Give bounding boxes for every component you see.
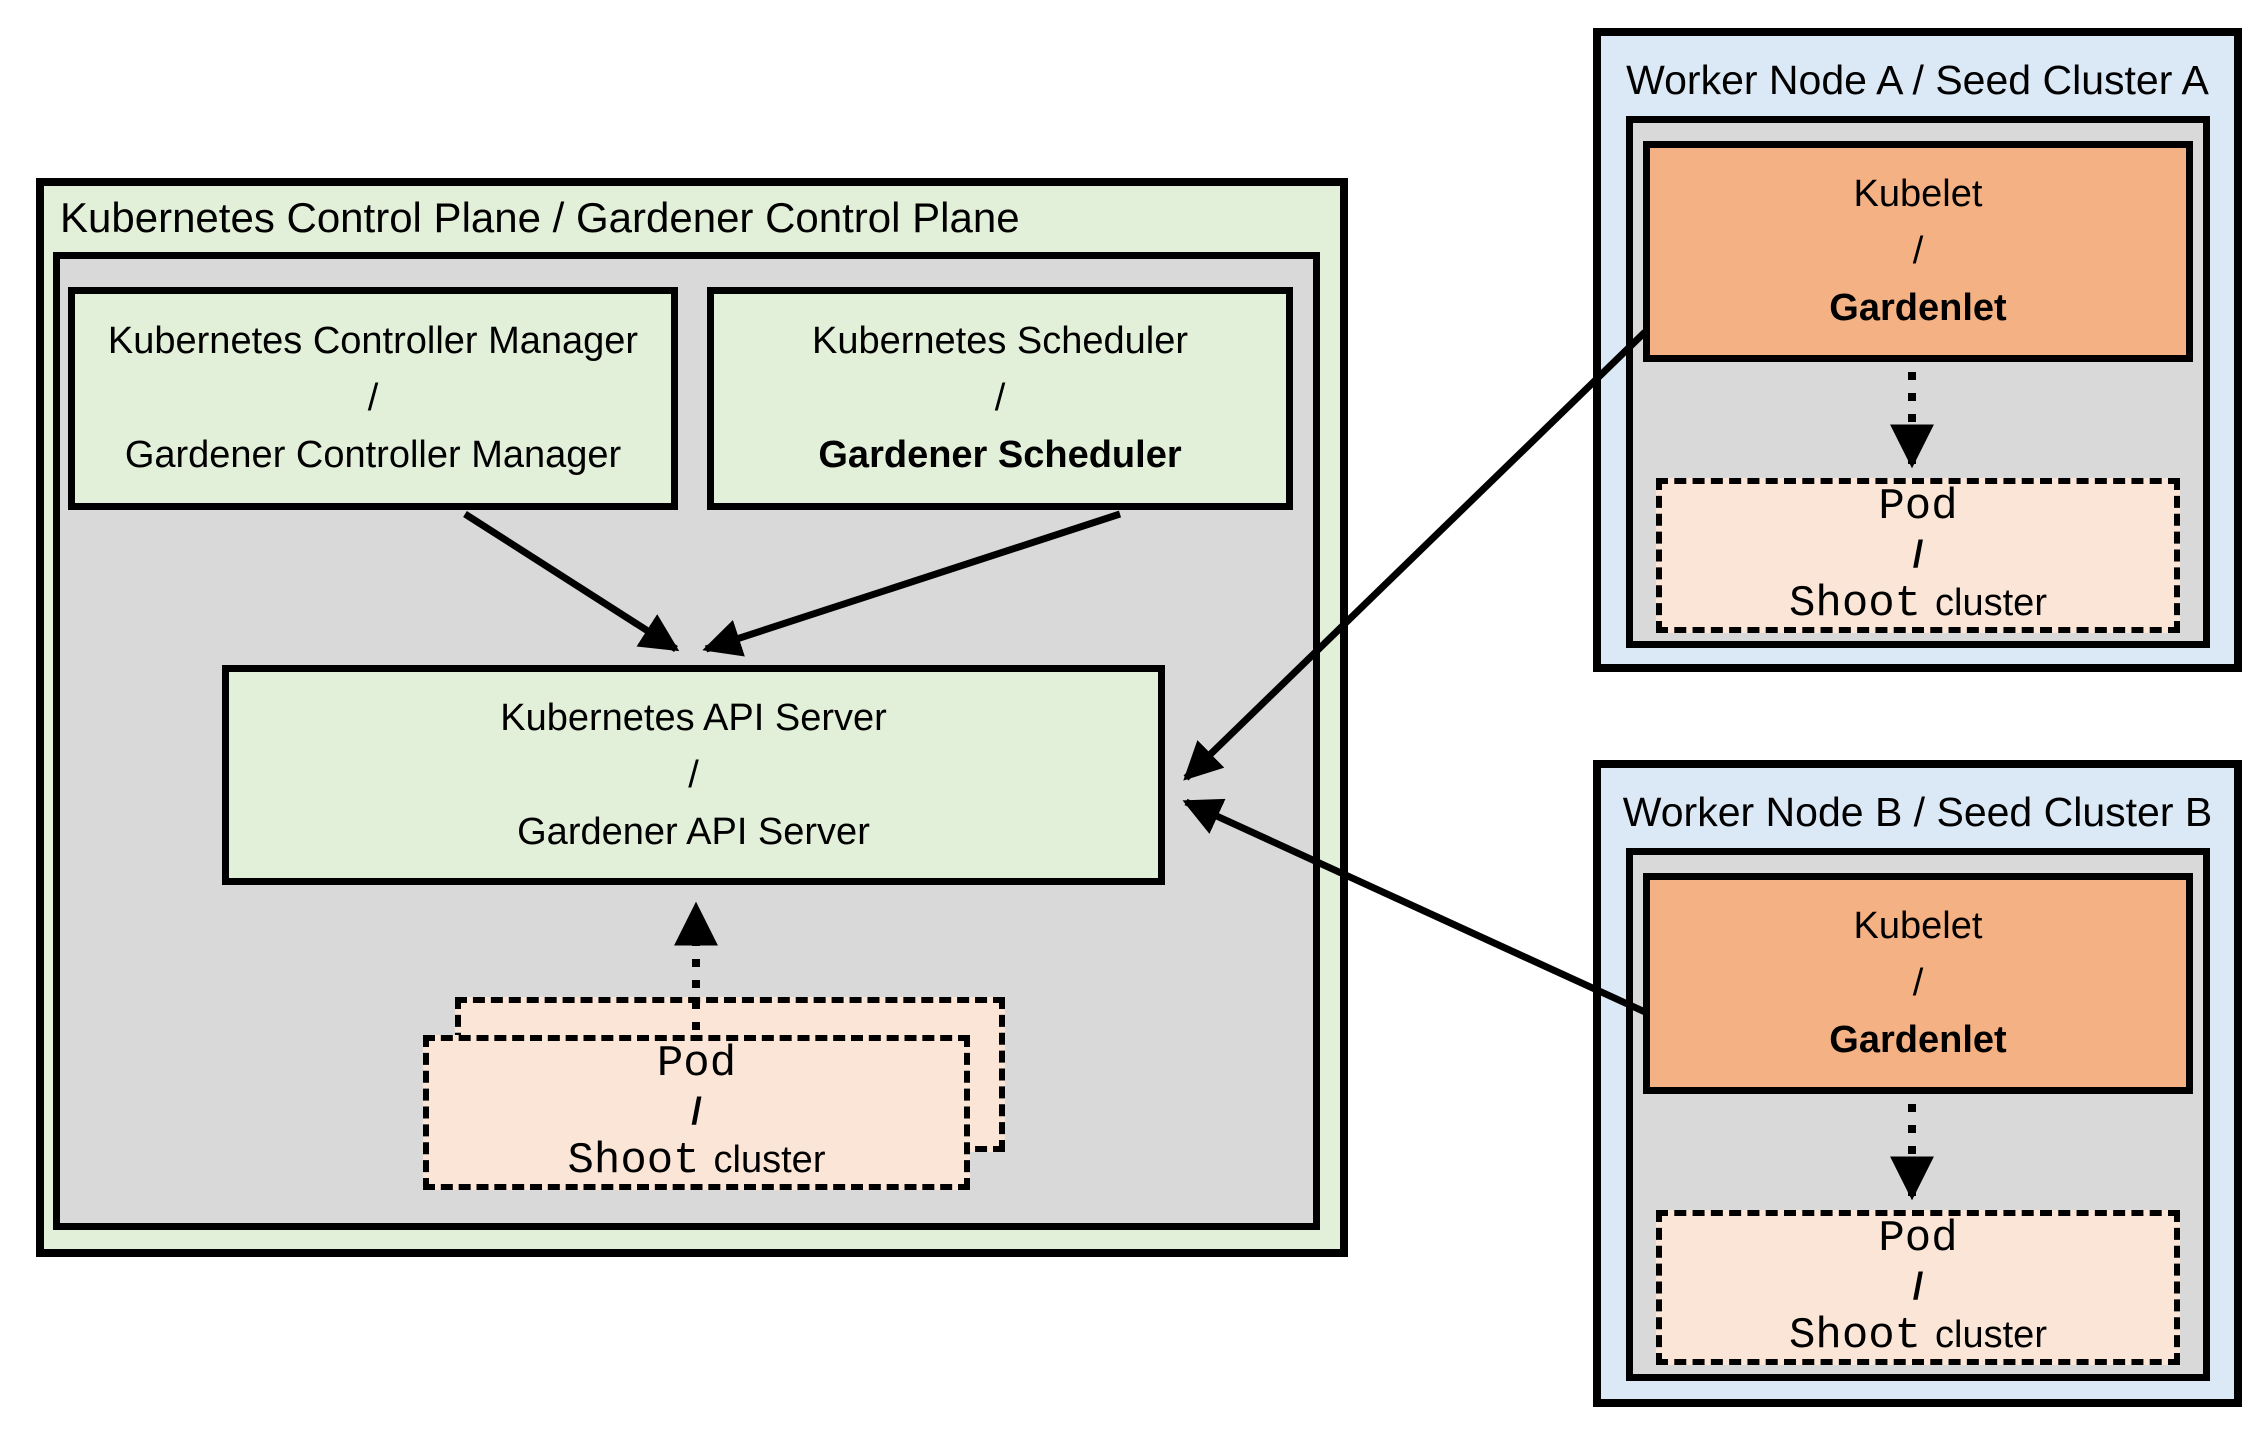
kubelet-b-box: Kubelet / Gardenlet (1643, 873, 2193, 1094)
pod-shoot-b-box: Pod / Shoot cluster (1656, 1210, 2180, 1365)
pod-separator: / (691, 1091, 702, 1133)
pod-b-shoot-word: Shoot (1789, 1311, 1922, 1361)
controller-manager-separator: / (367, 377, 379, 419)
pod-a-separator: / (1912, 534, 1924, 576)
pod-b-bottom-label: Shoot cluster (1789, 1311, 2047, 1360)
pod-b-separator: / (1912, 1266, 1924, 1308)
api-server-top-label: Kubernetes API Server (500, 696, 887, 739)
pod-a-shoot-word: Shoot (1789, 579, 1922, 629)
kubelet-b-separator: / (1912, 962, 1924, 1004)
pod-shoot-a-box: Pod / Shoot cluster (1656, 478, 2180, 633)
api-server-bottom-label: Gardener API Server (517, 810, 870, 853)
scheduler-bottom-label: Gardener Scheduler (818, 434, 1182, 476)
pod-a-bottom-label: Shoot cluster (1789, 579, 2047, 628)
pod-shoot-word: Shoot (567, 1136, 700, 1186)
pod-shoot-front-box: Pod / Shoot cluster (423, 1035, 970, 1190)
kubelet-a-box: Kubelet / Gardenlet (1643, 141, 2193, 362)
worker-node-b-title: Worker Node B / Seed Cluster B (1622, 789, 2213, 835)
api-server-separator: / (688, 753, 699, 796)
scheduler-box: Kubernetes Scheduler / Gardener Schedule… (707, 287, 1293, 510)
pod-a-top-label: Pod (1878, 482, 1958, 532)
pod-top-label: Pod (656, 1039, 737, 1089)
kubelet-b-bottom-label: Gardenlet (1829, 1019, 2007, 1061)
control-plane-title: Kubernetes Control Plane / Gardener Cont… (60, 194, 1020, 241)
pod-bottom-label: Shoot cluster (568, 1136, 826, 1185)
pod-a-cluster-word: cluster (1935, 582, 2047, 624)
api-server-box: Kubernetes API Server / Gardener API Ser… (222, 665, 1165, 885)
kubelet-a-separator: / (1912, 230, 1924, 272)
kubelet-a-bottom-label: Gardenlet (1829, 287, 2007, 329)
scheduler-top-label: Kubernetes Scheduler (811, 320, 1189, 362)
controller-manager-bottom-label: Gardener Controller Manager (124, 434, 622, 476)
pod-b-top-label: Pod (1878, 1214, 1958, 1264)
controller-manager-top-label: Kubernetes Controller Manager (107, 320, 639, 362)
kubelet-b-top-label: Kubelet (1853, 905, 1983, 947)
kubelet-a-top-label: Kubelet (1853, 173, 1983, 215)
pod-b-cluster-word: cluster (1935, 1314, 2047, 1356)
worker-node-a-title: Worker Node A / Seed Cluster A (1626, 57, 2209, 103)
controller-manager-box: Kubernetes Controller Manager / Gardener… (68, 287, 678, 510)
scheduler-separator: / (994, 377, 1006, 419)
pod-cluster-word: cluster (713, 1139, 826, 1181)
